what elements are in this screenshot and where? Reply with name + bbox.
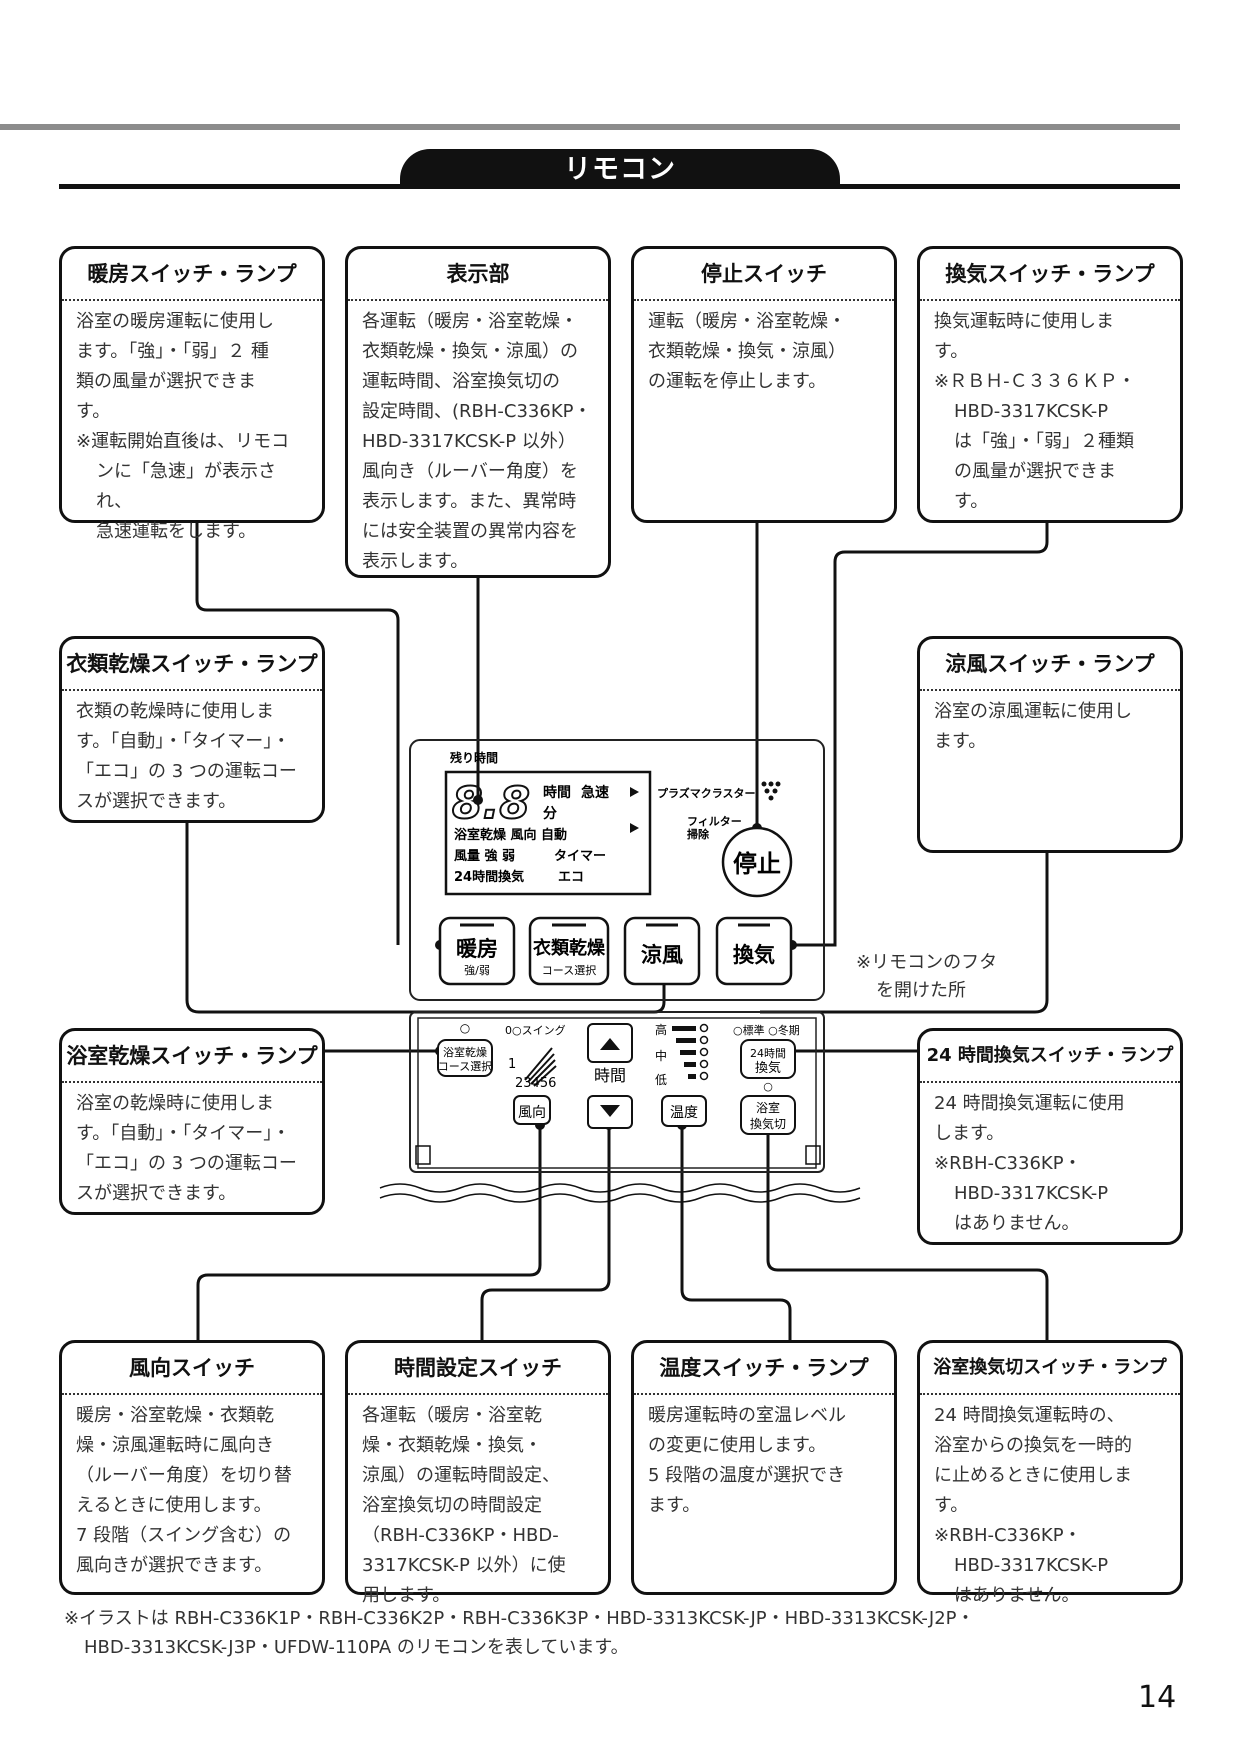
- callout-body: 浴室の涼風運転に使用します。: [934, 701, 1132, 752]
- svg-text:タイマー: タイマー: [554, 849, 606, 864]
- callout-kanki: 換気スイッチ・ランプ 換気運転時に使用します。 ※ＲＢＨ-Ｃ３３６ＫＰ・HBD-…: [917, 246, 1183, 523]
- svg-text:浴室乾燥 風向 自動: 浴室乾燥 風向 自動: [454, 827, 567, 843]
- svg-text:○: ○: [460, 1021, 470, 1035]
- svg-text:1: 1: [508, 1057, 516, 1072]
- callout-kankikiri: 浴室換気切スイッチ・ランプ 24 時間換気運転時の、浴室からの換気を一時的に止め…: [917, 1340, 1183, 1606]
- connector-ryofu: [760, 853, 1049, 1014]
- svg-text:急速: 急速: [581, 784, 609, 801]
- callout-title: 風向スイッチ: [62, 1343, 322, 1395]
- svg-text:換気: 換気: [733, 943, 775, 967]
- callout-body: 運転（暖房・浴室乾燥・衣類乾燥・換気・涼風）の運転を停止します。: [648, 311, 846, 392]
- svg-text:※リモコンのフタ: ※リモコンのフタ: [856, 952, 997, 973]
- callout-body: 24 時間換気運転時の、浴室からの換気を一時的に止めるときに使用します。 ※RB…: [934, 1405, 1132, 1606]
- section-title: リモコン: [400, 149, 840, 189]
- callout-danbo: 暖房スイッチ・ランプ 浴室の暖房運転に使用します。「強」・「弱」２ 種類の風量が…: [59, 246, 325, 542]
- callout-body: 24 時間換気運転に使用します。 ※RBH-C336KP・HBD-3317KCS…: [934, 1093, 1125, 1234]
- svg-text:24時間換気: 24時間換気: [454, 869, 524, 885]
- svg-text:残り時間: 残り時間: [450, 750, 498, 765]
- callout-title: 衣類乾燥スイッチ・ランプ: [62, 639, 322, 691]
- svg-text:コース選択: コース選択: [438, 1059, 492, 1073]
- svg-text:強/弱: 強/弱: [464, 964, 490, 977]
- svg-text:風向: 風向: [518, 1105, 546, 1121]
- callout-title: 温度スイッチ・ランプ: [634, 1343, 894, 1395]
- connector-fuko: [196, 1125, 542, 1340]
- callout-body: 各運転（暖房・浴室乾燥・衣類乾燥・換気・涼風）の運転時間設定、浴室換気切の時間設…: [362, 1405, 566, 1606]
- callout-body: 衣類の乾燥時に使用します。「自動」・「タイマー」・「エコ」の 3 つの運転コース…: [76, 701, 297, 812]
- svg-text:8.8: 8.8: [452, 778, 530, 829]
- svg-text:衣類乾燥: 衣類乾燥: [533, 937, 606, 959]
- callout-ondo: 温度スイッチ・ランプ 暖房運転時の室温レベルの変更に使用します。5 段階の温度が…: [631, 1340, 897, 1595]
- callout-title: 表示部: [348, 249, 608, 301]
- callout-body: 各運転（暖房・浴室乾燥・衣類乾燥・換気・涼風）の運転時間、浴室換気切の設定時間、…: [362, 311, 592, 572]
- connector-jikan: [480, 1125, 611, 1340]
- callout-teishi: 停止スイッチ 運転（暖房・浴室乾燥・衣類乾燥・換気・涼風）の運転を停止します。: [631, 246, 897, 523]
- svg-text:○標準 ○冬期: ○標準 ○冬期: [733, 1023, 800, 1037]
- svg-text:温度: 温度: [670, 1105, 698, 1121]
- svg-text:コース選択: コース選択: [542, 963, 596, 977]
- callout-irui: 衣類乾燥スイッチ・ランプ 衣類の乾燥時に使用します。「自動」・「タイマー」・「エ…: [59, 636, 325, 823]
- svg-text:時間: 時間: [543, 784, 571, 801]
- svg-text:風量 強 弱: 風量 強 弱: [454, 848, 515, 864]
- callout-yokushitsu: 浴室乾燥スイッチ・ランプ 浴室の乾燥時に使用します。「自動」・「タイマー」・「エ…: [59, 1028, 325, 1215]
- callout-title: 暖房スイッチ・ランプ: [62, 249, 322, 301]
- svg-text:フィルター: フィルター: [687, 815, 742, 828]
- callout-title: 換気スイッチ・ランプ: [920, 249, 1180, 301]
- svg-text:停止: 停止: [733, 850, 781, 878]
- connector-kankikiri: [766, 1125, 1049, 1340]
- callout-title: 24 時間換気スイッチ・ランプ: [920, 1031, 1180, 1083]
- connector-ondo: [680, 1125, 792, 1340]
- svg-text:23456: 23456: [515, 1076, 556, 1091]
- svg-text:浴室乾燥: 浴室乾燥: [443, 1045, 487, 1059]
- svg-text:低: 低: [655, 1073, 667, 1087]
- connector-danbo: [195, 523, 400, 945]
- callout-title: 浴室乾燥スイッチ・ランプ: [62, 1031, 322, 1083]
- svg-text:換気切: 換気切: [750, 1116, 786, 1131]
- callout-jikan: 時間設定スイッチ 各運転（暖房・浴室乾燥・衣類乾燥・換気・涼風）の運転時間設定、…: [345, 1340, 611, 1606]
- svg-text:24時間: 24時間: [750, 1047, 786, 1060]
- svg-text:時間: 時間: [594, 1066, 626, 1085]
- callout-fuko: 風向スイッチ 暖房・浴室乾燥・衣類乾燥・涼風運転時に風向き（ルーバー角度）を切り…: [59, 1340, 325, 1595]
- connector-kanki: [792, 523, 1049, 947]
- callout-hyoji: 表示部 各運転（暖房・浴室乾燥・衣類乾燥・換気・涼風）の運転時間、浴室換気切の設…: [345, 246, 611, 578]
- callout-kanki24: 24 時間換気スイッチ・ランプ 24 時間換気運転に使用します。 ※RBH-C3…: [917, 1028, 1183, 1245]
- svg-text:エコ: エコ: [558, 870, 584, 885]
- svg-text:暖房: 暖房: [456, 937, 498, 961]
- callout-title: 時間設定スイッチ: [348, 1343, 608, 1395]
- callout-title: 浴室換気切スイッチ・ランプ: [920, 1343, 1180, 1395]
- svg-text:を開けた所: を開けた所: [876, 980, 966, 1001]
- illustration-footnote: ※イラストは RBH-C336K1P・RBH-C336K2P・RBH-C336K…: [64, 1608, 975, 1658]
- svg-text:涼風: 涼風: [641, 943, 683, 967]
- callout-body: 暖房・浴室乾燥・衣類乾燥・涼風運転時に風向き（ルーバー角度）を切り替えるときに使…: [76, 1405, 292, 1576]
- svg-text:浴室: 浴室: [756, 1100, 780, 1115]
- callout-body: 浴室の乾燥時に使用します。「自動」・「タイマー」・「エコ」の 3 つの運転コース…: [76, 1093, 297, 1204]
- callout-ryofu: 涼風スイッチ・ランプ 浴室の涼風運転に使用します。: [917, 636, 1183, 853]
- svg-text:掃除: 掃除: [687, 827, 710, 841]
- svg-text:プラズマクラスター: プラズマクラスター: [657, 786, 756, 800]
- svg-text:中: 中: [655, 1048, 667, 1063]
- svg-text:分: 分: [543, 806, 557, 822]
- svg-text:高: 高: [655, 1022, 667, 1037]
- callout-body: 浴室の暖房運転に使用します。「強」・「弱」２ 種類の風量が選択できます。 ※運転…: [76, 311, 290, 542]
- page-number: 14: [1138, 1680, 1177, 1715]
- callout-title: 停止スイッチ: [634, 249, 894, 301]
- svg-text:○: ○: [763, 1080, 773, 1093]
- svg-text:換気: 換気: [755, 1060, 781, 1076]
- callout-title: 涼風スイッチ・ランプ: [920, 639, 1180, 691]
- callout-body: 暖房運転時の室温レベルの変更に使用します。5 段階の温度が選択できます。: [648, 1405, 846, 1516]
- top-gray-rule: [0, 124, 1180, 130]
- svg-text:0○スイング: 0○スイング: [505, 1023, 566, 1037]
